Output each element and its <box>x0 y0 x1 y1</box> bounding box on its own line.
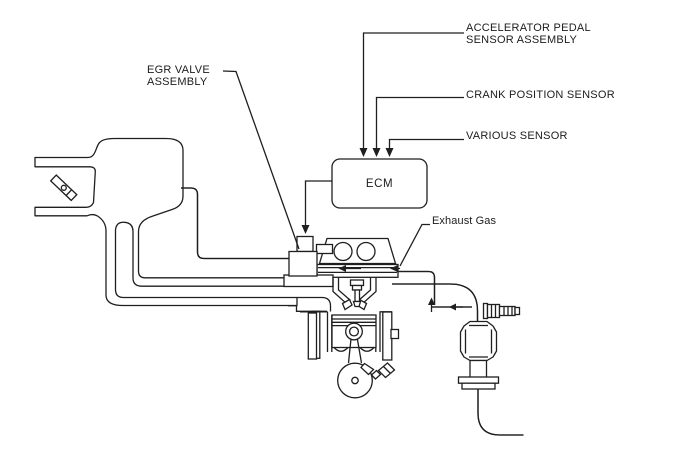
wrist-pin-inner <box>348 326 360 337</box>
piston-skirt <box>333 347 375 352</box>
o2-sensor-tip <box>498 305 516 317</box>
down-arrow-icon <box>372 148 381 157</box>
exhaust-system <box>392 270 524 436</box>
air-cleaner-chamber <box>34 137 298 307</box>
down-arrow-icon <box>385 148 394 157</box>
o2-sensor-ribs <box>503 306 513 316</box>
crank-leader <box>375 96 464 148</box>
manifold-step <box>288 305 327 312</box>
converter-inner-shell <box>464 324 493 358</box>
egr-flange <box>283 274 334 288</box>
up-arrow-icon <box>428 297 435 305</box>
egr-connector-outline <box>397 270 436 305</box>
o2-sensor-cap <box>514 306 521 316</box>
crank-position-sensor-label: CRANK POSITION SENSOR <box>466 89 615 101</box>
sensor-seam <box>383 366 391 374</box>
accelerator-pedal-label-line1: ACCELERATOR PEDAL <box>466 22 591 34</box>
o2-sensor-hex-lines <box>490 304 497 318</box>
left-arrow-icon <box>338 265 346 272</box>
air-intake-assembly <box>34 137 298 307</box>
egr-valve-label-line1: EGR VALVE <box>147 64 210 76</box>
accelerator-leader <box>362 32 464 148</box>
injector-tip <box>352 300 362 308</box>
tailpipe-outline <box>477 389 524 436</box>
exhaust-header-bore <box>392 283 479 327</box>
down-arrow-icon <box>359 148 368 157</box>
intake-plate-passage <box>318 266 397 274</box>
engine-cross-section <box>300 277 400 399</box>
throttle-bore-right <box>356 241 376 262</box>
egr-label-leader <box>222 70 300 250</box>
ecm-and-leaders <box>222 32 464 272</box>
crank-keyway <box>360 362 375 376</box>
throttle-bore-left <box>333 241 353 262</box>
left-arrow-icon <box>390 265 398 272</box>
throttle-tab <box>315 243 334 255</box>
injector-head <box>349 279 365 287</box>
egr-valve-label: EGR VALVE ASSEMBLY <box>147 64 210 88</box>
ecm-to-egr-line <box>304 180 332 225</box>
airflow-sensor-port <box>60 184 67 191</box>
various-sensor-label: VARIOUS SENSOR <box>466 130 568 142</box>
injector-stem <box>354 289 361 303</box>
boss-square <box>390 328 400 340</box>
sensor-connector <box>370 369 382 380</box>
egr-solenoid <box>296 235 314 253</box>
ecm-box <box>331 158 428 209</box>
manifold-runner-wall <box>297 296 332 312</box>
down-arrow-icon <box>301 225 310 234</box>
injector-collar <box>351 284 363 291</box>
egr-valve-label-line2: ASSEMBLY <box>147 75 208 88</box>
crank-center <box>351 376 359 385</box>
block-rib-left <box>307 312 318 360</box>
egr-valve-body <box>288 250 318 277</box>
various-leader <box>388 138 464 148</box>
accelerator-pedal-label-line2: SENSOR ASSEMBLY <box>466 33 578 46</box>
tailpipe-bore <box>477 389 524 436</box>
left-arrow-icon <box>449 303 456 311</box>
egr-connector-bore <box>397 270 436 305</box>
o2-sensor-body <box>486 303 501 319</box>
intake-valve-left <box>341 298 353 311</box>
exhaust-gas-leader <box>399 223 430 267</box>
intake-runner-walls <box>332 277 377 307</box>
converter-neck <box>469 359 488 379</box>
exhaust-gas-label: Exhaust Gas <box>432 215 497 227</box>
airflow-sensor-divider <box>65 189 73 196</box>
pipe-flange-lower <box>461 382 496 390</box>
pipe-flange-upper <box>457 376 500 384</box>
egr-air-hose-bore <box>181 187 292 260</box>
accelerator-pedal-label: ACCELERATOR PEDAL SENSOR ASSEMBLY <box>466 22 591 46</box>
egr-valve-assembly <box>288 235 318 277</box>
ecm-label: ECM <box>365 177 394 190</box>
